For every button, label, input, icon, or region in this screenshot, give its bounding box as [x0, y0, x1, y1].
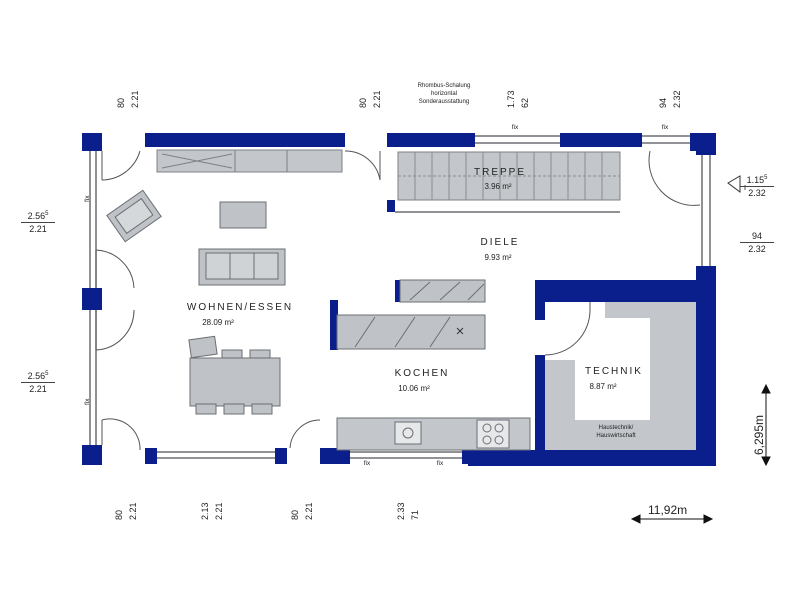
dim-bottom-3-a: 80 [290, 509, 300, 520]
dim-right-1-b: 2.32 [748, 188, 766, 198]
armchair [106, 189, 162, 243]
dim-top-2-a: 80 [358, 97, 368, 108]
door-swings [95, 150, 746, 451]
dim-top-4b: 2.32 [672, 90, 682, 108]
note-rhombus-line-2: horizontal [430, 91, 458, 97]
room-area-diele: 9.93 m² [484, 253, 512, 262]
room-label-diele: DIELE [480, 237, 520, 248]
technik-floor [575, 318, 650, 420]
note-haustechnik: Haustechnik/ Hauswirtschaft [596, 424, 635, 440]
dim-right-1-top: 1.155 [740, 172, 774, 187]
dim-left-1-a: 2.56 [27, 211, 46, 221]
room-area-kochen: 10.06 m² [398, 384, 430, 393]
dim-left-2-sup: 5 [45, 371, 49, 377]
dim-bottom-3-b: 2.21 [304, 502, 314, 520]
dim-bottom-1-a: 80 [114, 509, 124, 520]
dim-bottom-4: 2.33 [396, 502, 406, 520]
room-label-treppe: TREPPE [473, 167, 527, 178]
note-haustechnik-line-1: Haustechnik/ [598, 425, 634, 431]
dim-bottom-3: 80 [290, 510, 300, 520]
inner-walls [89, 135, 711, 459]
entrance-arrow [727, 175, 741, 193]
fix-label-left-2: fix [84, 398, 91, 406]
dim-top-3: 1.73 [506, 90, 516, 108]
note-haustechnik-line-2: Hauswirtschaft [596, 433, 636, 439]
note-rhombus: Rhombus-Schalung horizontal Sonderaussta… [418, 82, 471, 106]
room-area-technik: 8.87 m² [589, 382, 617, 391]
note-rhombus-line-3: Sonderausstattung [418, 99, 470, 105]
dim-left-2-b: 2.21 [29, 384, 47, 394]
dim-left-1-b: 2.21 [29, 224, 47, 234]
dim-top-3-b: 62 [520, 97, 530, 108]
note-rhombus-line-1: Rhombus-Schalung [417, 83, 471, 89]
sofa [198, 248, 286, 286]
dim-left-2-a: 2.56 [27, 371, 46, 381]
dim-bottom-2-a: 2.13 [200, 502, 210, 520]
dim-right-1: 1.155 2.32 [740, 172, 774, 199]
dim-bottom-2-b: 2.21 [214, 502, 224, 520]
dim-bottom-4-b: 71 [410, 509, 420, 520]
dim-top-1-b: 2.21 [130, 90, 140, 108]
fix-label-top-1: fix [511, 124, 519, 131]
room-label-technik: TECHNIK [585, 366, 643, 377]
dim-bottom-4-a: 2.33 [396, 502, 406, 520]
dim-top-2b: 2.21 [372, 90, 382, 108]
room-label-kochen: KOCHEN [394, 368, 450, 379]
room-area-treppe: 3.96 m² [484, 182, 512, 191]
side-table [219, 201, 267, 229]
dim-top-2-b: 2.21 [372, 90, 382, 108]
dim-top-1-a: 80 [116, 97, 126, 108]
dim-left-1: 2.565 2.21 [21, 208, 55, 235]
fix-label-bottom-1: fix [363, 460, 371, 467]
dim-right-2: 94 2.32 [740, 230, 774, 255]
dim-right-2-a: 94 [740, 230, 774, 243]
fix-label-top-2: fix [661, 124, 669, 131]
overall-width: 11,92m [648, 503, 688, 517]
dim-bottom-1b: 2.21 [128, 502, 138, 520]
dim-bottom-3b: 2.21 [304, 502, 314, 520]
dim-bottom-4b: 71 [410, 510, 420, 520]
dim-right-1-sup: 5 [764, 175, 768, 181]
dim-bottom-2b: 2.21 [214, 502, 224, 520]
sideboard [156, 149, 343, 173]
dim-left-2: 2.565 2.21 [21, 368, 55, 395]
stairs [397, 151, 621, 201]
dim-top-3-a: 1.73 [506, 90, 516, 108]
dim-top-1: 80 [116, 98, 126, 108]
outer-walls [82, 133, 716, 466]
dim-top-3b: 62 [520, 98, 530, 108]
dim-top-4-b: 2.32 [672, 90, 682, 108]
technik-room [545, 302, 696, 450]
overall-dimension-arrows [630, 383, 771, 524]
fix-label-bottom-2: fix [436, 460, 444, 467]
overall-depth: 6,295m [752, 414, 766, 455]
dim-left-1-top: 2.565 [21, 208, 55, 223]
dim-right-1-a: 1.15 [746, 175, 765, 185]
dim-bottom-1-b: 2.21 [128, 502, 138, 520]
dim-right-2-b: 2.32 [748, 244, 766, 254]
dim-top-4: 94 [658, 98, 668, 108]
dim-left-2-top: 2.565 [21, 368, 55, 383]
dim-top-2: 80 [358, 98, 368, 108]
dim-top-1b: 2.21 [130, 90, 140, 108]
dim-top-4-a: 94 [658, 97, 668, 108]
room-area-wohnen: 28.09 m² [202, 318, 234, 327]
room-label-wohnen: WOHNEN/ESSEN [186, 302, 294, 313]
kitchen-counter [336, 417, 531, 451]
dim-bottom-2: 2.13 [200, 502, 210, 520]
dining-set [188, 335, 281, 415]
dim-bottom-1: 80 [114, 510, 124, 520]
fix-label-left-1: fix [84, 195, 91, 203]
kitchen-island [336, 279, 486, 350]
dim-left-1-sup: 5 [45, 211, 49, 217]
